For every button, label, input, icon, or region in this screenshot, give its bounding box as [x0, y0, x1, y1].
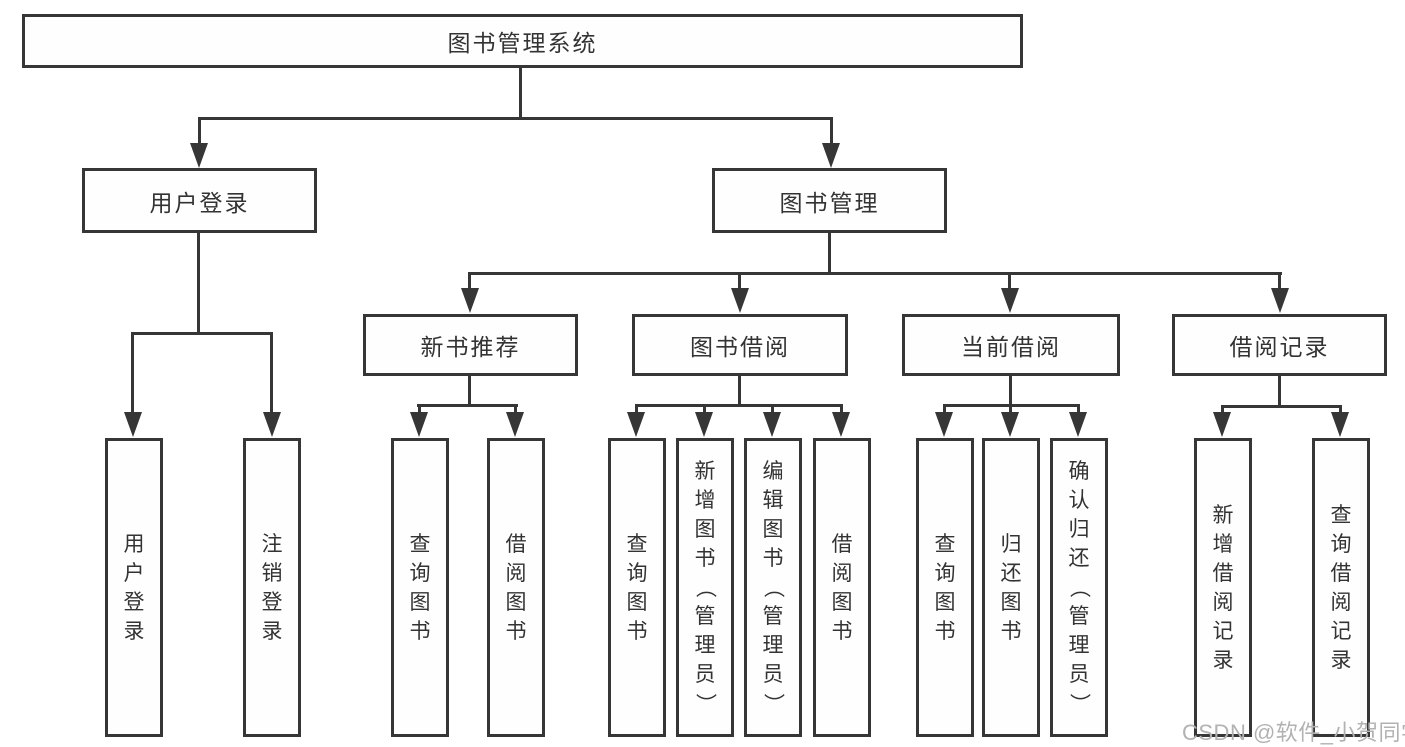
- leaf-borrow-books-recommend: 借阅图书: [487, 438, 545, 737]
- leaf-edit-books-admin: 编辑图书（管理员）: [744, 438, 802, 737]
- connector-line: [197, 233, 200, 334]
- arrow-down-icon: [1001, 412, 1019, 437]
- arrow-down-icon: [1069, 412, 1087, 437]
- leaf-logout: 注销登录: [243, 438, 301, 737]
- leaf-query-books-current: 查询图书: [916, 438, 974, 737]
- connector-line: [1221, 407, 1224, 414]
- leaf-borrow-books: 借阅图书: [813, 438, 871, 737]
- node-book-management: 图书管理: [712, 168, 947, 233]
- arrow-down-icon: [731, 288, 749, 313]
- arrow-down-icon: [461, 288, 479, 313]
- arrow-down-icon: [935, 412, 953, 437]
- arrow-down-icon: [190, 143, 208, 168]
- connector-line: [1009, 406, 1012, 414]
- connector-line: [417, 404, 518, 407]
- arrow-down-icon: [1331, 412, 1349, 437]
- connector-line: [468, 274, 471, 290]
- connector-line: [828, 233, 831, 274]
- leaf-return-books: 归还图书: [982, 438, 1040, 737]
- leaf-query-books-borrow: 查询图书: [608, 438, 666, 737]
- connector-line: [738, 274, 741, 290]
- leaf-query-books-recommend: 查询图书: [391, 438, 449, 737]
- arrow-down-icon: [1213, 412, 1231, 437]
- arrow-down-icon: [1271, 288, 1289, 313]
- connector-line: [943, 404, 1080, 407]
- node-book-borrow: 图书借阅: [632, 314, 848, 376]
- connector-line: [468, 272, 1282, 275]
- leaf-add-borrow-record: 新增借阅记录: [1194, 438, 1252, 737]
- connector-line: [635, 406, 638, 414]
- connector-line: [1009, 375, 1012, 406]
- node-user-login: 用户登录: [82, 168, 317, 233]
- arrow-down-icon: [822, 143, 840, 168]
- node-borrow-records: 借阅记录: [1172, 314, 1387, 376]
- connector-line: [1077, 406, 1080, 414]
- node-new-book-recommend: 新书推荐: [363, 314, 578, 376]
- connector-line: [1221, 405, 1342, 408]
- connector-line: [771, 406, 774, 414]
- arrow-down-icon: [124, 412, 142, 437]
- connector-line: [198, 117, 833, 120]
- connector-line: [635, 404, 843, 407]
- connector-line: [1278, 274, 1281, 290]
- leaf-confirm-return-admin: 确认归还（管理员）: [1050, 438, 1108, 737]
- arrow-down-icon: [695, 412, 713, 437]
- connector-line: [519, 66, 522, 119]
- connector-line: [1278, 375, 1281, 407]
- arrow-down-icon: [627, 412, 645, 437]
- connector-line: [840, 406, 843, 414]
- connector-line: [1008, 274, 1011, 290]
- connector-line: [131, 332, 273, 335]
- arrow-down-icon: [263, 412, 281, 437]
- connector-line: [514, 406, 517, 414]
- arrow-down-icon: [506, 412, 524, 437]
- connector-line: [198, 119, 201, 147]
- connector-line: [270, 334, 273, 412]
- connector-line: [943, 406, 946, 414]
- connector-line: [830, 119, 833, 147]
- connector-line: [738, 375, 741, 406]
- connector-line: [418, 406, 421, 414]
- leaf-user-login: 用户登录: [105, 438, 163, 737]
- arrow-down-icon: [763, 412, 781, 437]
- arrow-down-icon: [410, 412, 428, 437]
- arrow-down-icon: [832, 412, 850, 437]
- arrow-down-icon: [1001, 288, 1019, 313]
- connector-line: [703, 406, 706, 414]
- connector-line: [468, 375, 471, 406]
- leaf-query-borrow-record: 查询借阅记录: [1312, 438, 1370, 737]
- node-library-management-system: 图书管理系统: [22, 14, 1023, 68]
- leaf-add-books-admin: 新增图书（管理员）: [676, 438, 734, 737]
- node-current-borrow: 当前借阅: [902, 314, 1120, 376]
- connector-line: [131, 334, 134, 412]
- connector-line: [1339, 407, 1342, 414]
- watermark: CSDN @软件_小贺同学: [1182, 720, 1405, 745]
